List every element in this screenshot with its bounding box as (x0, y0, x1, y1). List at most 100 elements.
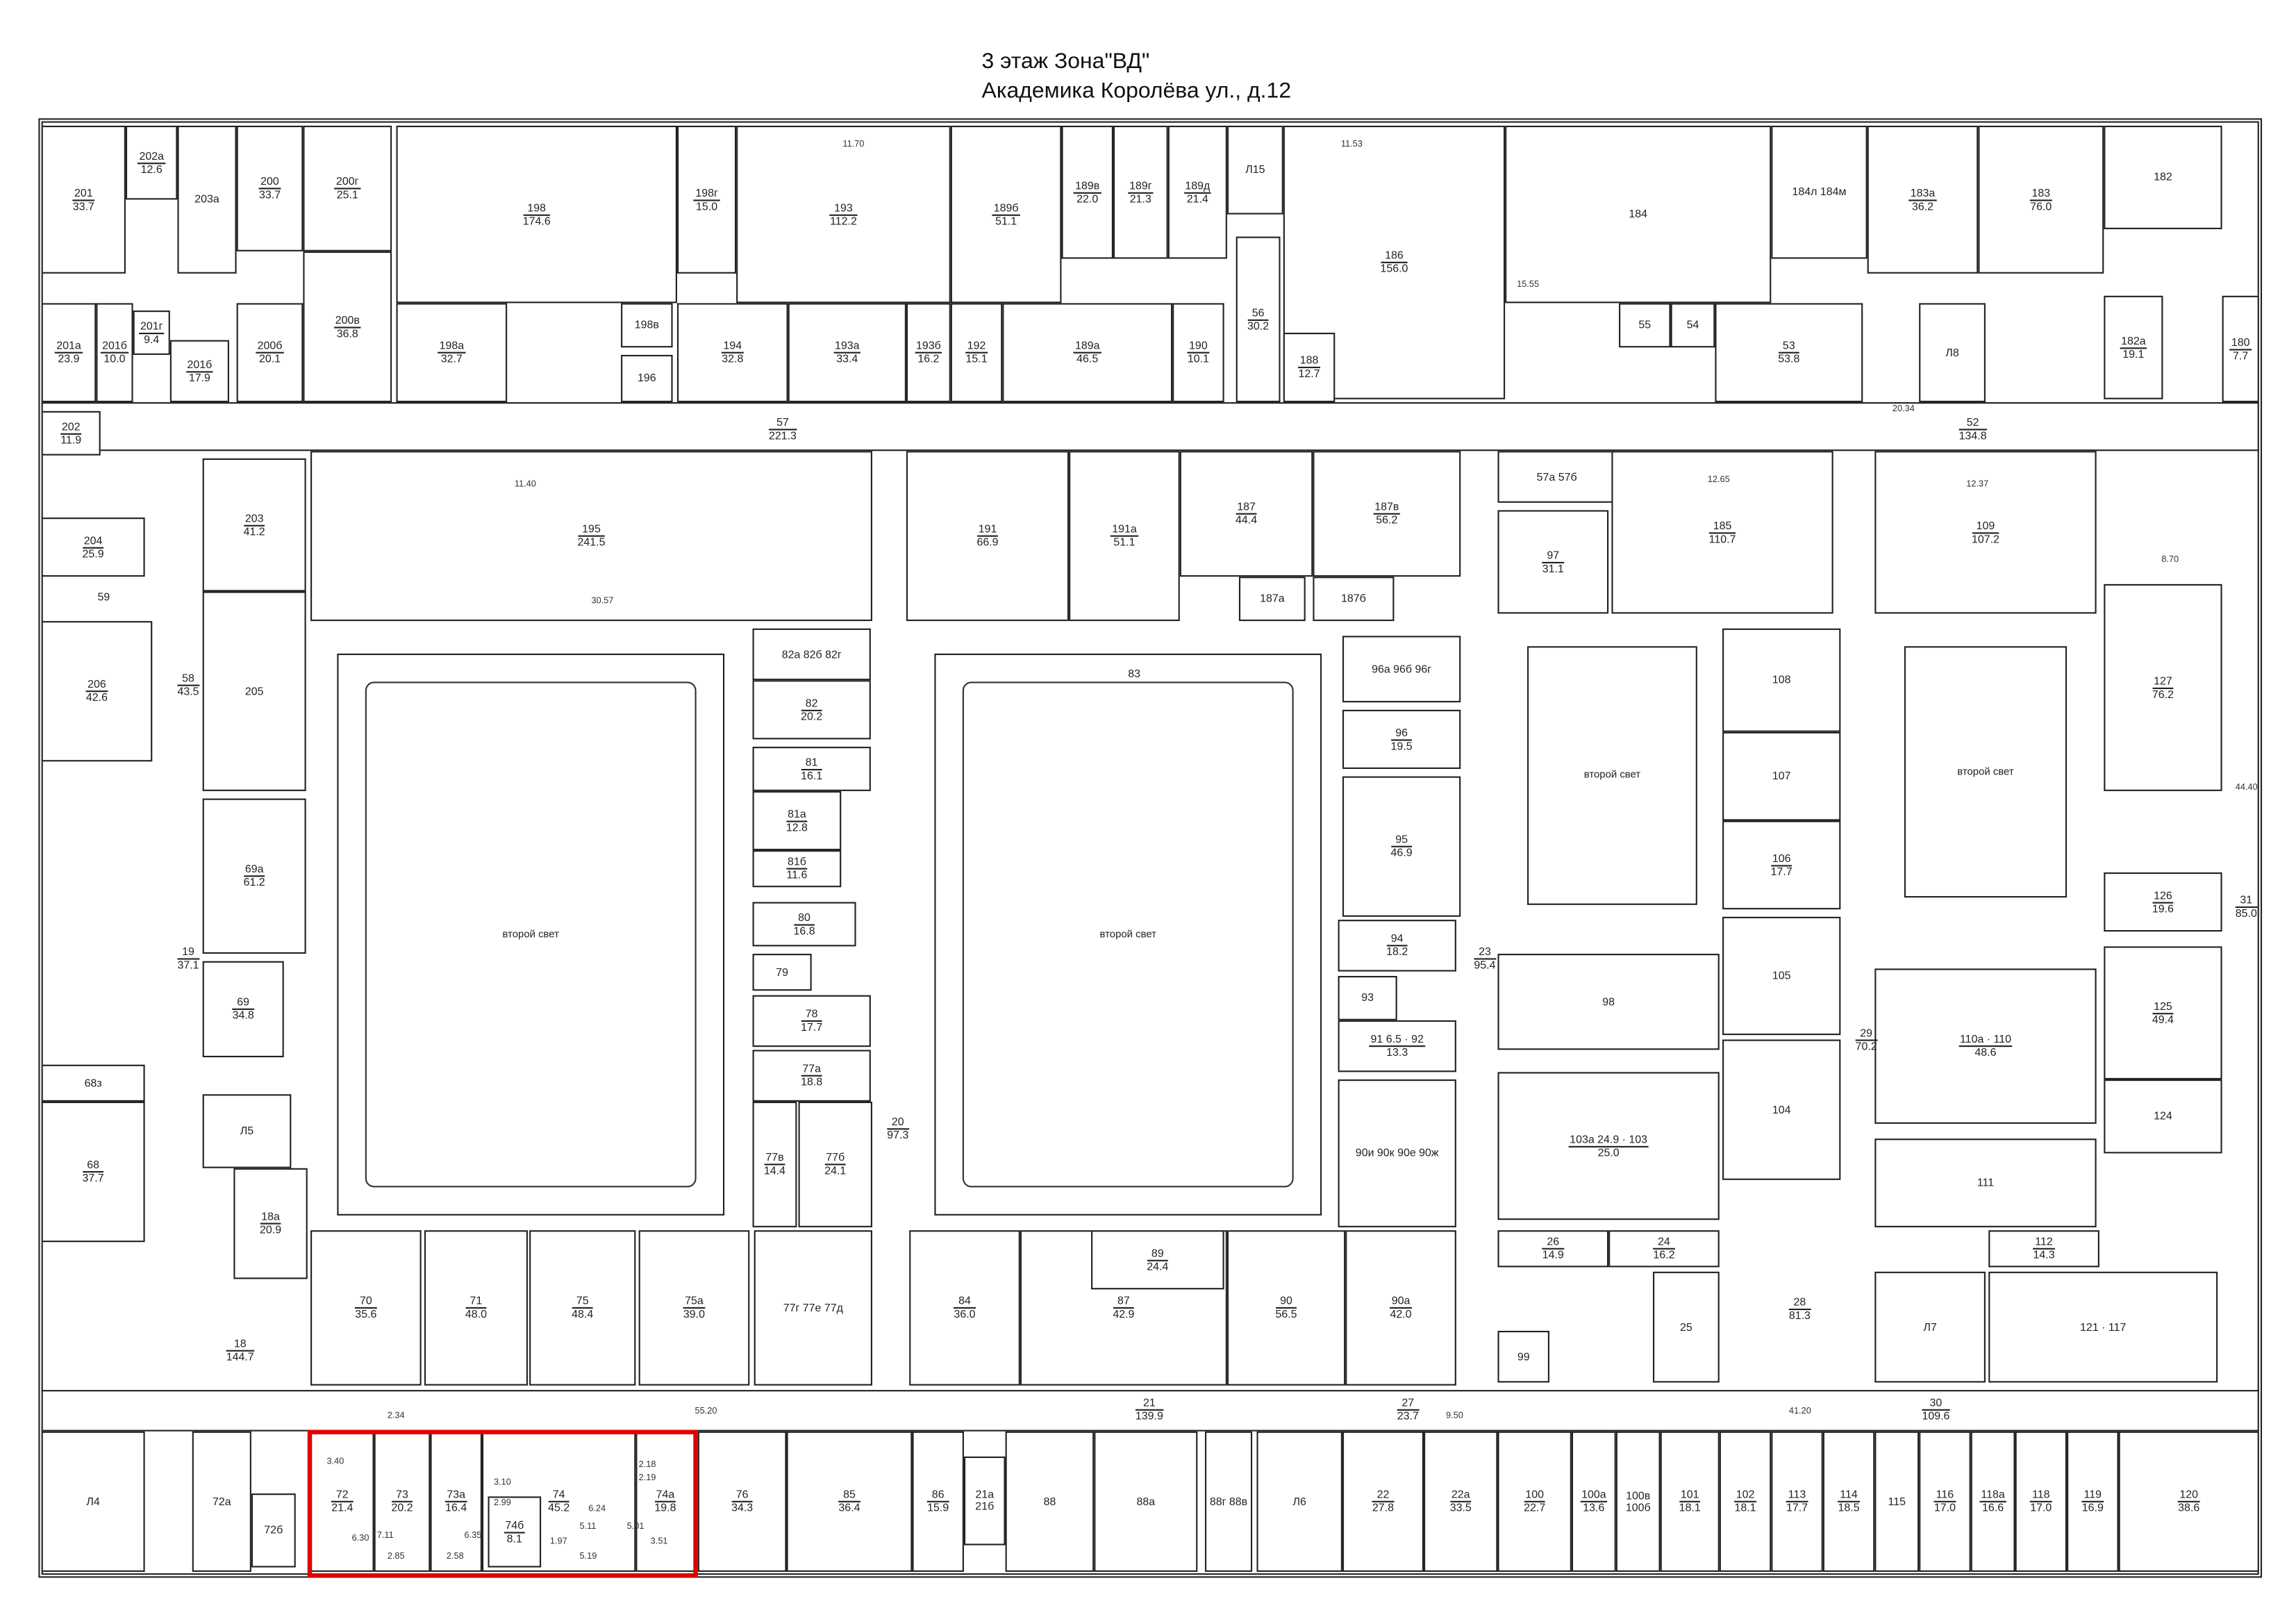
room-28[interactable]: 196 (621, 354, 673, 403)
room-56[interactable]: 187б (1313, 577, 1395, 622)
room-83[interactable]: 107 (1722, 731, 1841, 821)
room-91[interactable]: 111 (1874, 1138, 2097, 1227)
room-93[interactable]: 68з (41, 1064, 145, 1102)
room-80[interactable]: 98 (1497, 954, 1720, 1050)
room-113[interactable]: 72б (251, 1493, 296, 1568)
room-86[interactable]: 104 (1722, 1039, 1841, 1180)
room-143[interactable]: Л4 (41, 1431, 145, 1572)
room-40[interactable]: Л8 (1919, 303, 1986, 403)
room-73[interactable]: 96а 96б 96г (1342, 636, 1461, 703)
room-112[interactable]: 72а (192, 1431, 251, 1572)
room-132[interactable]: 100в 100б (1615, 1431, 1661, 1572)
room-39[interactable]: 54 (1670, 303, 1715, 348)
room-99[interactable]: 77г 77е 77д (754, 1230, 872, 1386)
highlighted-area[interactable] (307, 1430, 698, 1578)
room-15[interactable]: 184л 184м (1771, 125, 1867, 259)
room-2[interactable]: 203а (177, 125, 237, 274)
room-111[interactable]: Л7 (1874, 1271, 1986, 1383)
room-127[interactable]: Л6 (1256, 1431, 1342, 1572)
room-57[interactable]: 57а 57б (1497, 451, 1616, 503)
room-12[interactable]: Л15 (1226, 125, 1283, 215)
room-68[interactable]: 79 (752, 954, 812, 991)
room-27[interactable]: 198в (621, 303, 673, 348)
room-49[interactable]: Л5 (202, 1094, 292, 1168)
room-108[interactable]: 99 (1497, 1330, 1549, 1383)
room-107[interactable]: 25 (1652, 1271, 1720, 1383)
room-14[interactable]: 184 (1505, 125, 1772, 304)
room-55[interactable]: 187а (1238, 577, 1306, 622)
room-124[interactable]: 88 (1005, 1431, 1095, 1572)
room-110[interactable]: 121 · 117 (1988, 1271, 2218, 1383)
room-38[interactable]: 55 (1619, 303, 1671, 348)
room-123[interactable]: 21а 21б (963, 1456, 1006, 1546)
room-90[interactable]: 124 (2104, 1079, 2222, 1154)
